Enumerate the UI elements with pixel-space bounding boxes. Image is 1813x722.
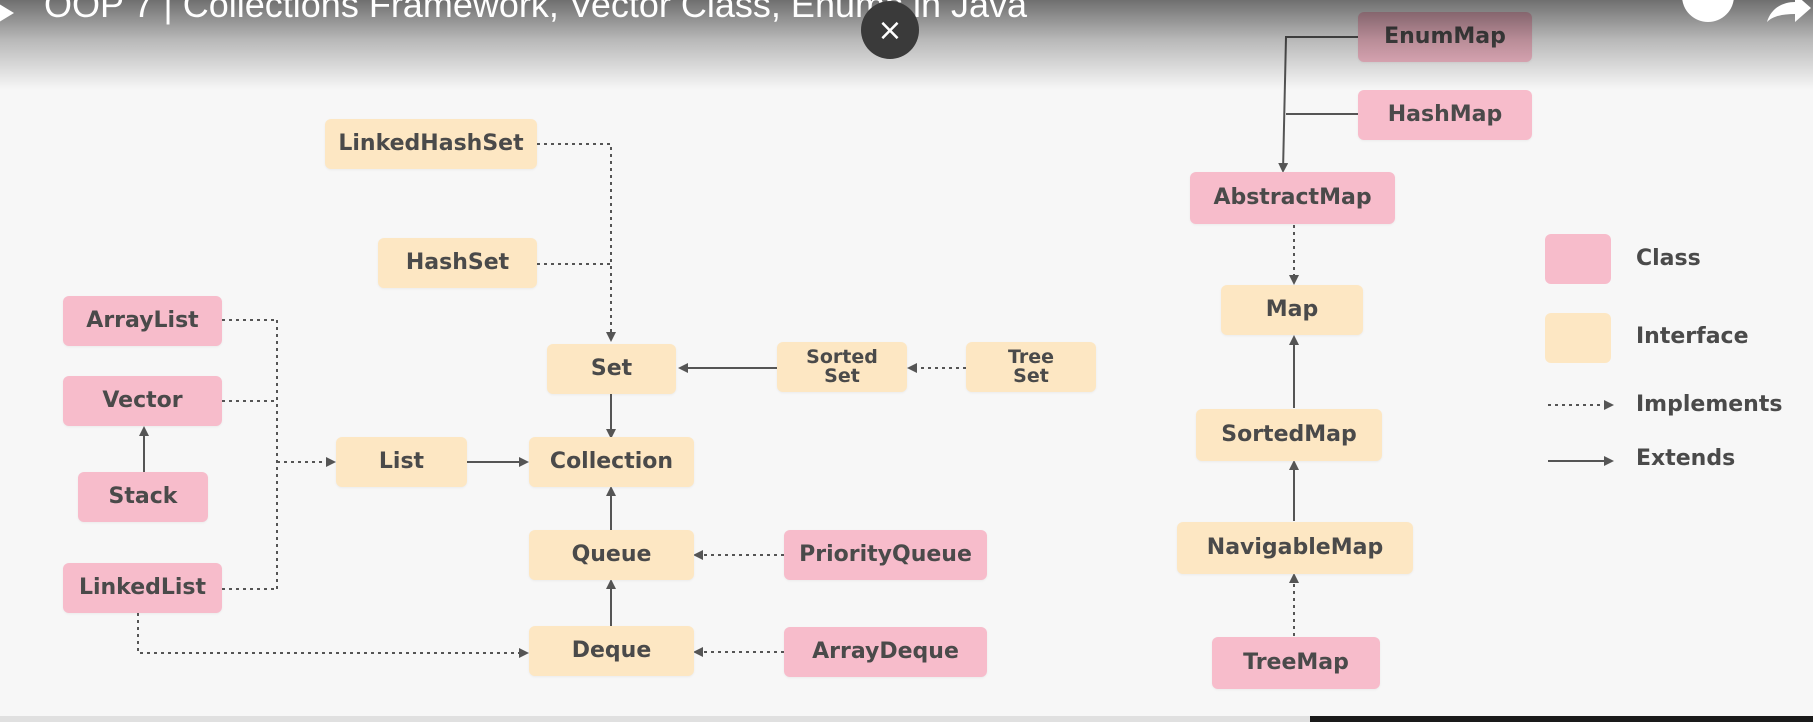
node-vector: Vector [63, 376, 222, 426]
node-hashset: HashSet [378, 238, 537, 288]
node-treemap: TreeMap [1212, 637, 1380, 689]
legend-interface-swatch [1545, 313, 1611, 363]
line-linkedlist-deque [137, 613, 529, 658]
node-list: List [336, 437, 467, 487]
node-priorityqueue: PriorityQueue [784, 530, 987, 580]
legend-implements-label: Implements [1636, 392, 1783, 417]
close-button[interactable]: × [861, 1, 919, 59]
legend-interface-label: Interface [1636, 324, 1749, 349]
node-deque: Deque [529, 626, 694, 676]
node-sortedset-line2: Set [824, 365, 860, 387]
share-icon[interactable] [1763, 0, 1813, 26]
video-progress-bar[interactable] [0, 716, 1310, 722]
node-treeset-line1: Tree [1007, 346, 1054, 368]
node-arraylist: ArrayList [63, 296, 222, 346]
node-set: Set [547, 344, 676, 394]
node-linkedhashset: LinkedHashSet [325, 119, 537, 169]
legend-class-swatch [1545, 234, 1611, 284]
node-sortedset-line1: Sorted [806, 346, 878, 368]
line-linkedhashset-set [537, 143, 616, 342]
node-abstractmap: AbstractMap [1190, 172, 1395, 224]
node-treeset: Tree Set [966, 342, 1096, 392]
legend-extends-label: Extends [1636, 446, 1736, 471]
node-linkedlist: LinkedList [63, 563, 222, 613]
node-sortedmap: SortedMap [1196, 409, 1382, 461]
back-icon[interactable] [1682, 0, 1734, 22]
legend-class-label: Class [1636, 246, 1701, 271]
node-collection: Collection [529, 437, 694, 487]
node-map: Map [1221, 285, 1363, 335]
node-sortedset: Sorted Set [777, 342, 907, 392]
node-treeset-line2: Set [1013, 365, 1049, 387]
node-arraydeque: ArrayDeque [784, 627, 987, 677]
node-navigablemap: NavigableMap [1177, 522, 1413, 574]
node-queue: Queue [529, 530, 694, 580]
node-enummap: EnumMap [1358, 12, 1532, 62]
line-enummap-abstractmap [1278, 36, 1358, 173]
node-stack: Stack [78, 472, 208, 522]
node-hashmap: HashMap [1358, 90, 1532, 140]
play-icon[interactable] [0, 2, 14, 24]
